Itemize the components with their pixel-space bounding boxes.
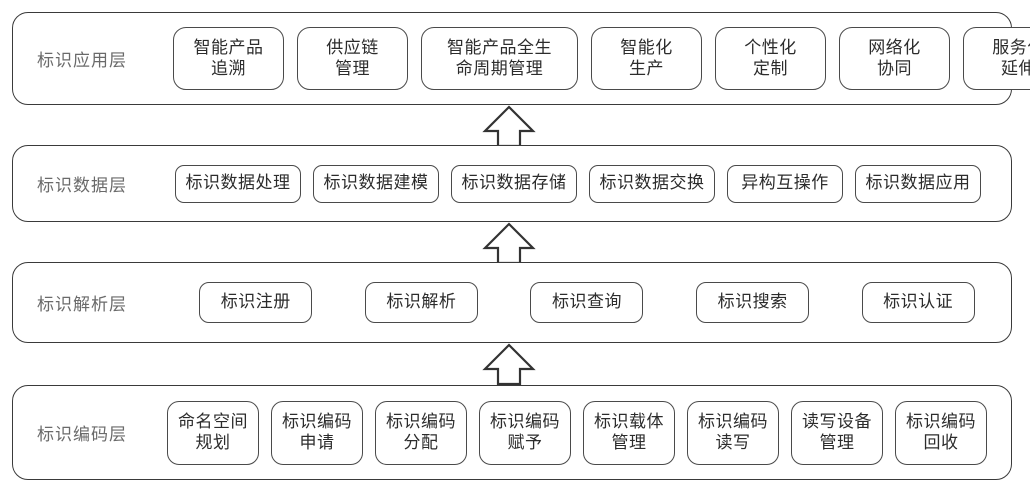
node-app-personalized-customization[interactable]: 个性化 定制 xyxy=(715,27,826,90)
node-res-authentication[interactable]: 标识认证 xyxy=(861,282,975,323)
node-data-heterogeneous-interoperation[interactable]: 异构互操作 xyxy=(727,164,843,203)
node-row-coding: 命名空间 规划 标识编码 申请 标识编码 分配 标识编码 赋予 标识载体 管理 … xyxy=(167,386,1001,479)
node-code-carrier-management[interactable]: 标识载体 管理 xyxy=(583,400,675,465)
layer-coding: 标识编码层 命名空间 规划 标识编码 申请 标识编码 分配 标识编码 赋予 标识… xyxy=(12,385,1012,480)
node-app-networked-collaboration[interactable]: 网络化 协同 xyxy=(839,27,950,90)
node-app-product-lifecycle-management[interactable]: 智能产品全生 命周期管理 xyxy=(421,27,578,90)
node-res-search[interactable]: 标识搜索 xyxy=(696,282,810,323)
hollow-up-arrow-icon-resolution-to-data xyxy=(479,221,539,265)
node-app-intelligent-production[interactable]: 智能化 生产 xyxy=(591,27,702,90)
node-code-namespace-planning[interactable]: 命名空间 规划 xyxy=(167,400,259,465)
node-data-exchange[interactable]: 标识数据交换 xyxy=(589,164,715,203)
layer-data: 标识数据层 标识数据处理 标识数据建模 标识数据存储 标识数据交换 异构互操作 … xyxy=(12,145,1012,222)
node-app-service-extension[interactable]: 服务化 延伸 xyxy=(963,27,1030,90)
node-code-read-write[interactable]: 标识编码 读写 xyxy=(687,400,779,465)
node-app-product-traceability[interactable]: 智能产品 追溯 xyxy=(173,27,284,90)
node-data-storage[interactable]: 标识数据存储 xyxy=(451,164,577,203)
node-row-application: 智能产品 追溯 供应链 管理 智能产品全生 命周期管理 智能化 生产 个性化 定… xyxy=(173,13,1030,104)
hollow-up-arrow-icon-coding-to-resolution xyxy=(479,342,539,386)
layer-label-coding: 标识编码层 xyxy=(37,425,127,444)
node-res-resolution[interactable]: 标识解析 xyxy=(364,282,478,323)
node-res-registration[interactable]: 标识注册 xyxy=(199,282,313,323)
node-row-resolution: 标识注册 标识解析 标识查询 标识搜索 标识认证 xyxy=(173,263,1001,342)
node-code-device-management[interactable]: 读写设备 管理 xyxy=(791,400,883,465)
node-data-application[interactable]: 标识数据应用 xyxy=(855,164,981,203)
layer-resolution: 标识解析层 标识注册 标识解析 标识查询 标识搜索 标识认证 xyxy=(12,262,1012,343)
node-row-data: 标识数据处理 标识数据建模 标识数据存储 标识数据交换 异构互操作 标识数据应用 xyxy=(175,146,1001,221)
node-code-assignment[interactable]: 标识编码 赋予 xyxy=(479,400,571,465)
hollow-up-arrow-icon-data-to-application xyxy=(479,104,539,148)
node-code-recycling[interactable]: 标识编码 回收 xyxy=(895,400,987,465)
node-code-allocation[interactable]: 标识编码 分配 xyxy=(375,400,467,465)
layer-label-data: 标识数据层 xyxy=(37,176,127,195)
node-app-supply-chain-management[interactable]: 供应链 管理 xyxy=(297,27,408,90)
node-code-application[interactable]: 标识编码 申请 xyxy=(271,400,363,465)
layer-label-application: 标识应用层 xyxy=(37,51,127,70)
node-data-processing[interactable]: 标识数据处理 xyxy=(175,164,301,203)
layer-application: 标识应用层 智能产品 追溯 供应链 管理 智能产品全生 命周期管理 智能化 生产… xyxy=(12,12,1030,105)
node-data-modeling[interactable]: 标识数据建模 xyxy=(313,164,439,203)
node-res-query[interactable]: 标识查询 xyxy=(530,282,644,323)
layer-label-resolution: 标识解析层 xyxy=(37,295,127,314)
